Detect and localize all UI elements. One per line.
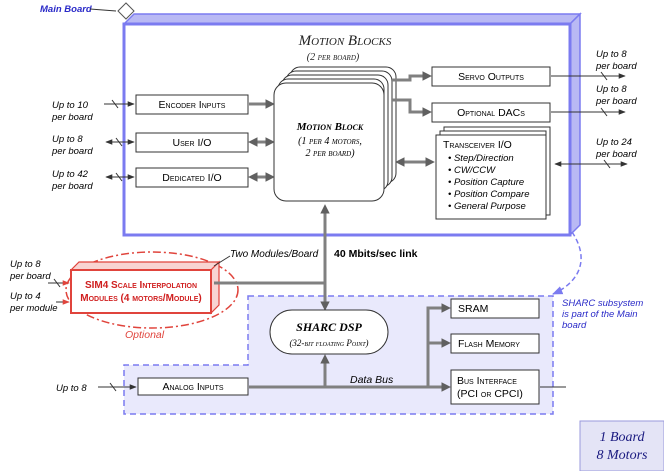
user-io-box — [135, 132, 249, 153]
motion-to-dacs-arrow — [392, 98, 432, 117]
analog-inputs-label: Analog Inputs — [162, 381, 223, 393]
motion-block — [273, 66, 397, 202]
sim4-note-a1: Up to 8 — [10, 259, 41, 270]
dedicated-io-label: Dedicated I/O — [162, 172, 221, 184]
sharc-dsp-title: SHARC DSP — [296, 320, 362, 334]
motion-block-title: Motion Block — [296, 121, 364, 133]
transceiver-note-2: per board — [595, 149, 637, 160]
sram-box — [450, 298, 540, 319]
data-bus-label: Data Bus — [350, 374, 394, 386]
transceiver-item: • Step/Direction — [448, 153, 514, 164]
dedicated-slash-icon — [115, 172, 123, 182]
bus-interface-line2: (PCI or CPCI) — [457, 388, 523, 400]
transceiver-items: • Step/Direction • CW/CCW • Position Cap… — [448, 153, 529, 212]
analog-slash-icon — [109, 382, 117, 392]
transceiver-slash-icon — [603, 159, 611, 169]
flash-memory-box — [450, 333, 540, 354]
servo-outputs-label: Servo Outputs — [458, 71, 524, 83]
flash-memory-label: Flash Memory — [458, 338, 520, 350]
sharc-subsystem-curve-arrow — [552, 231, 582, 295]
optional-dacs-box — [431, 102, 551, 123]
user-io-note-2: per board — [51, 146, 93, 157]
main-board-tab-icon — [117, 2, 135, 20]
optional-ellipse — [65, 251, 239, 329]
sram-label: SRAM — [458, 303, 488, 315]
analog-inputs-box — [137, 377, 249, 396]
optional-dacs-label: Optional DACs — [457, 107, 525, 119]
main-board-label-leader — [89, 8, 117, 12]
transceiver-note-1: Up to 24 — [596, 137, 632, 148]
motion-blocks-title: Motion Blocks — [298, 33, 392, 49]
bus-to-sram-arrow — [426, 303, 451, 387]
user-io-slash-icon — [115, 137, 123, 147]
optional-label: Optional — [125, 329, 165, 341]
servo-slash-icon — [600, 71, 608, 81]
summary-box — [579, 420, 664, 471]
motion-to-servo-arrow — [392, 71, 432, 82]
transceiver-title: Transceiver I/O — [443, 139, 512, 151]
encoder-slash-icon — [111, 99, 119, 109]
user-io-label: User I/O — [173, 137, 212, 149]
sharc-note-line2: is part of the Main — [562, 309, 638, 320]
transceiver-io-box — [435, 126, 551, 220]
analog-note: Up to 8 — [56, 383, 87, 394]
user-io-note-1: Up to 8 — [52, 134, 83, 145]
motion-block-line2: 2 per board) — [305, 148, 355, 159]
encoder-note-2: per board — [51, 112, 93, 123]
dedicated-io-note-1: Up to 42 — [52, 169, 89, 180]
sim4-line2: Modules (4 motors/Module) — [80, 293, 201, 304]
main-board-label: Main Board — [40, 4, 92, 15]
sharc-note-line3: board — [562, 320, 587, 331]
sharc-note-line1: SHARC subsystem — [562, 298, 643, 309]
dedicated-io-box — [135, 167, 249, 188]
motion-blocks-subtitle: (2 per board) — [307, 52, 360, 63]
transceiver-item: • CW/CCW — [448, 165, 496, 176]
sim4-in-slash-icon — [53, 278, 61, 288]
sim4-line1: SIM4 Scale Interpolation — [85, 280, 197, 291]
servo-outputs-box — [431, 66, 551, 87]
two-modules-leader — [213, 255, 231, 267]
sim4-note-a2: per board — [9, 271, 51, 282]
sim4-note-b2: per module — [9, 303, 58, 314]
transceiver-item: • Position Capture — [448, 177, 524, 188]
bus-interface-box — [450, 369, 540, 405]
sharc-dsp-subtitle: (32-bit floating Point) — [289, 338, 368, 348]
two-modules-note: Two Modules/Board — [230, 249, 319, 260]
link-label: 40 Mbits/sec link — [334, 248, 418, 260]
transceiver-item: • General Purpose — [448, 201, 526, 212]
transceiver-item: • Position Compare — [448, 189, 529, 200]
summary-line1: 1 Board — [600, 430, 646, 445]
summary-line2: 8 Motors — [597, 448, 649, 463]
sim4-module-box — [69, 260, 221, 315]
servo-note-2: per board — [595, 61, 637, 72]
encoder-note-1: Up to 10 — [52, 100, 89, 111]
motion-block-line1: (1 per 4 motors, — [298, 136, 362, 147]
encoder-inputs-box — [135, 94, 249, 115]
dacs-note-2: per board — [595, 96, 637, 107]
encoder-inputs-label: Encoder Inputs — [159, 99, 226, 111]
sim4-note-b1: Up to 4 — [10, 291, 41, 302]
dedicated-io-note-2: per board — [51, 181, 93, 192]
sharc-dsp-box — [269, 309, 389, 355]
dacs-slash-icon — [600, 107, 608, 117]
servo-note-1: Up to 8 — [596, 49, 627, 60]
bus-interface-line1: Bus Interface — [457, 375, 517, 387]
dacs-note-1: Up to 8 — [596, 84, 627, 95]
